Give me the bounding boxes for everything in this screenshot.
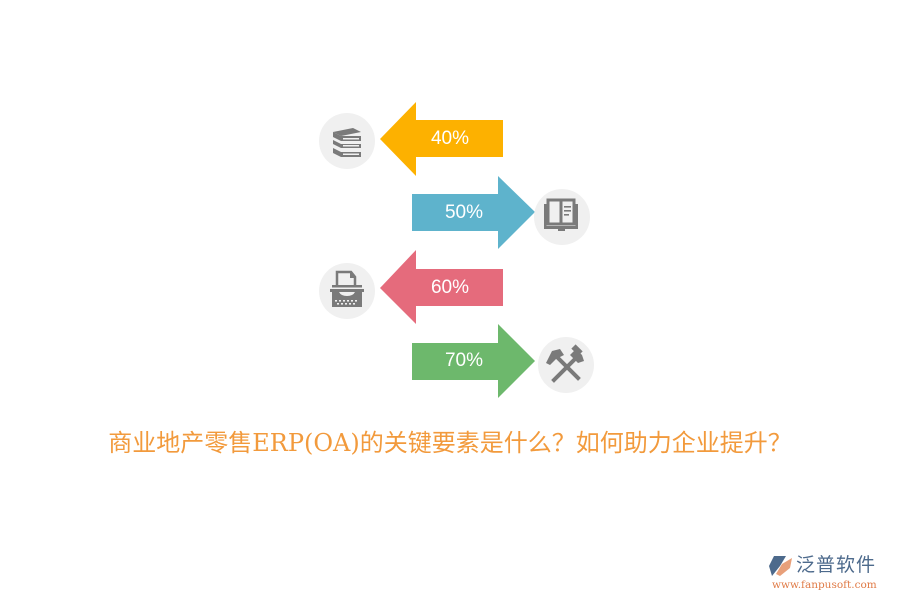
crossed-hammers-icon: [546, 344, 584, 383]
arrow-1-shape: [380, 102, 503, 176]
fanpu-logo-icon: [769, 556, 792, 576]
icon-circle-3: [319, 263, 375, 319]
page-title: 商业地产零售ERP(OA)的关键要素是什么？如何助力企业提升？: [108, 429, 792, 457]
icon-circle-4: [538, 337, 594, 393]
arrow-3-label: 60%: [430, 277, 470, 298]
arrow-1-label: 40%: [430, 128, 470, 149]
open-book-icon: [544, 198, 578, 231]
logo-url: www.fanpusoft.com: [772, 579, 877, 591]
brand-logo: 泛普软件 www.fanpusoft.com: [768, 552, 893, 591]
arrow-4-label: 70%: [444, 350, 484, 371]
arrow-3-shape: [380, 250, 503, 324]
icon-circle-1: [319, 113, 375, 169]
arrow-2-shape: [412, 176, 535, 249]
arrow-4-shape: [412, 324, 535, 398]
icon-circle-2: [534, 189, 590, 245]
typewriter-icon: [330, 270, 364, 307]
arrow-2-label: 50%: [444, 202, 484, 223]
logo-name: 泛普软件: [796, 554, 877, 576]
books-icon: [333, 128, 361, 157]
